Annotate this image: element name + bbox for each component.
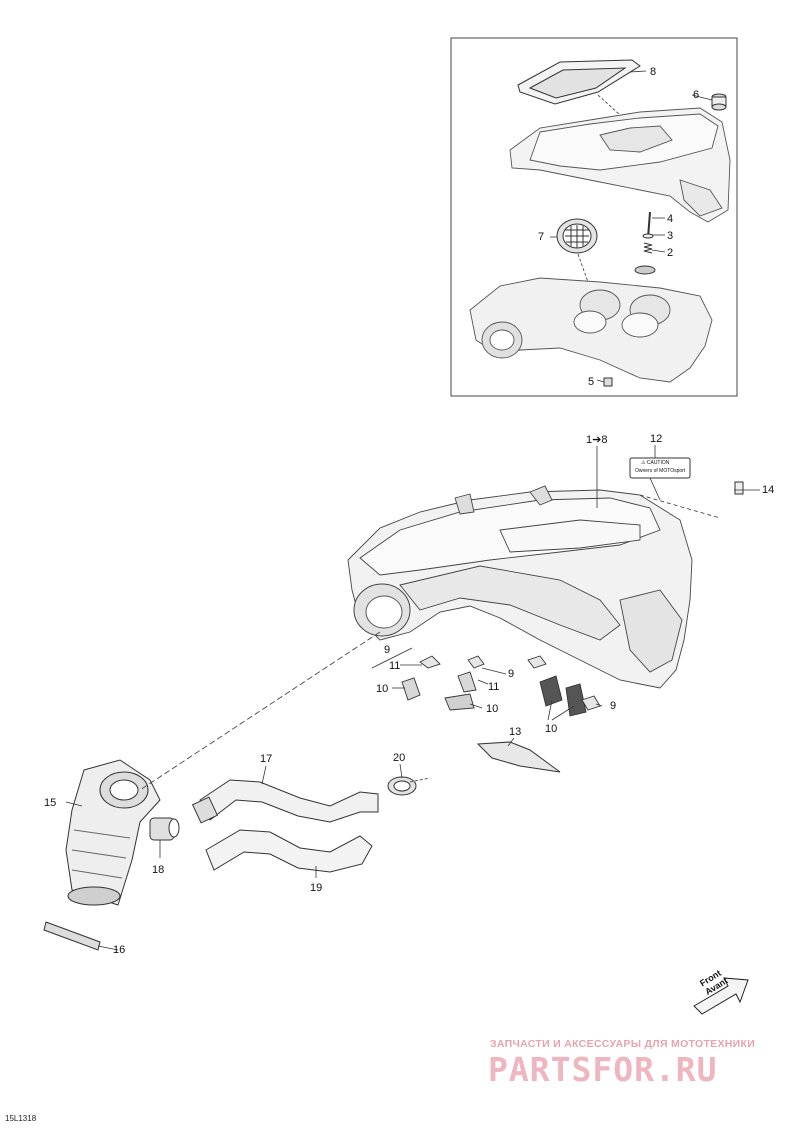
clips-9-10-11 [401, 655, 601, 717]
part-19-hose [205, 829, 373, 873]
callout-2: 2 [667, 247, 674, 259]
part-15-intake-duct [65, 759, 161, 906]
callout-7: 7 [538, 231, 545, 243]
callout-12: 12 [650, 433, 663, 445]
part-12-decal [629, 457, 691, 479]
callout-20: 20 [393, 752, 406, 764]
callout-8: 8 [650, 66, 657, 78]
callout-5: 5 [588, 376, 595, 388]
part-14-fastener [734, 481, 744, 495]
callout-10-left: 10 [376, 683, 389, 695]
airbox-lower-housing-inset [469, 277, 713, 383]
watermark-subtitle: ЗАПЧАСТИ И АКСЕССУАРЫ ДЛЯ МОТОТЕХНИКИ [490, 1038, 756, 1050]
part-13-seal [476, 741, 561, 773]
callout-11-middle: 11 [488, 681, 500, 693]
parts-2-3-4-fasteners [634, 211, 656, 275]
diagram-reference-code: 15L1318 [5, 1114, 37, 1123]
watermark-logo: PARTSFOR.RU [488, 1050, 718, 1089]
callout-10-right: 10 [545, 723, 558, 735]
callout-6: 6 [693, 89, 700, 101]
inset-leader-lines [550, 70, 713, 383]
airbox-upper-cover-inset [509, 107, 731, 223]
callout-19: 19 [310, 882, 323, 894]
detail-inset-frame [450, 37, 738, 397]
callout-9-left: 9 [384, 644, 391, 656]
callout-9-middle: 9 [508, 668, 515, 680]
main-leader-lines [65, 445, 760, 951]
part-5-drain [603, 377, 613, 387]
callout-13: 13 [509, 726, 522, 738]
front-direction-arrow [693, 977, 749, 1015]
part-16-clamp [43, 921, 101, 951]
callout-16: 16 [113, 944, 126, 956]
callout-15: 15 [44, 797, 57, 809]
part-8-cover-seal [517, 59, 641, 105]
callout-14: 14 [762, 484, 775, 496]
part-6-cap [711, 93, 727, 111]
callout-18: 18 [152, 864, 165, 876]
callout-3: 3 [667, 230, 674, 242]
airbox-assembly-main [347, 485, 693, 689]
callout-11-left: 11 [389, 660, 401, 672]
part-7-filter-screen [556, 218, 598, 254]
callout-1-8: 1➔8 [586, 434, 608, 446]
part-20-clamp [387, 776, 417, 796]
callout-9-right: 9 [610, 700, 617, 712]
decal-caution-text: ⚠ CAUTION [641, 460, 670, 466]
airbox-intake-mouth [353, 583, 411, 637]
part-18-fitting [149, 817, 180, 841]
part-17-hose [191, 779, 379, 824]
callout-10-middle: 10 [486, 703, 499, 715]
callout-4: 4 [667, 213, 674, 225]
decal-owner-text: Owners of MOTOsport [635, 468, 686, 474]
callout-17: 17 [260, 753, 273, 765]
